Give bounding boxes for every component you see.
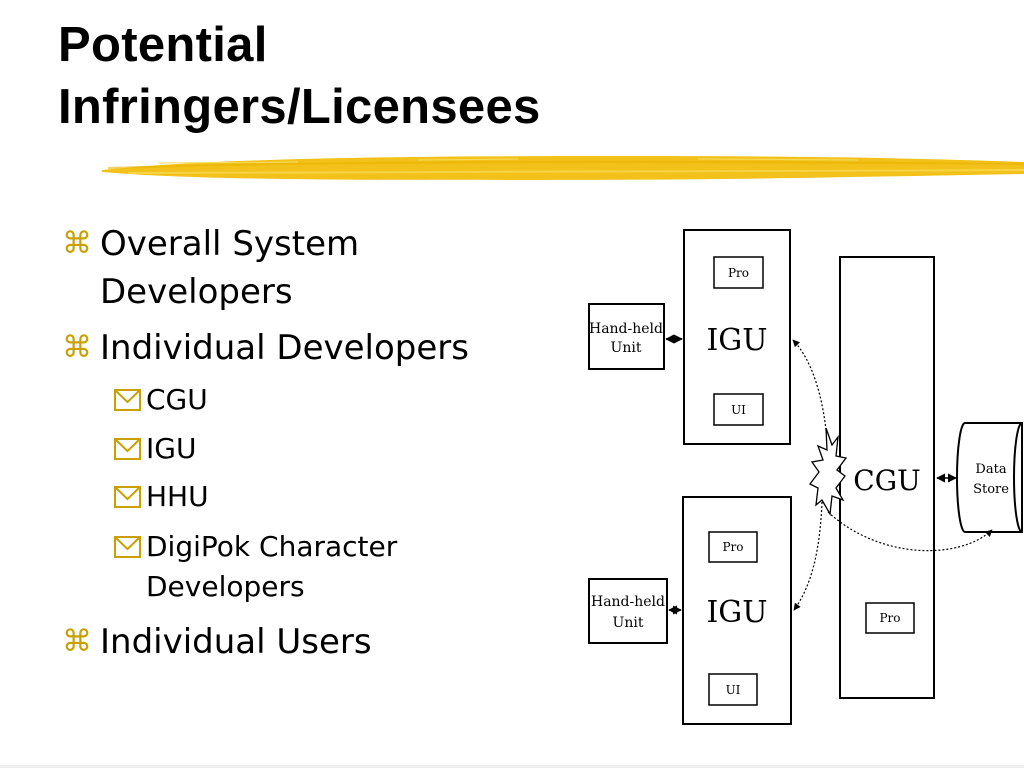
slide-bottom-rule xyxy=(0,765,1024,768)
title-line-1: Potential xyxy=(58,18,268,72)
command-symbol-icon: ⌘ xyxy=(62,330,92,365)
handheld-bottom-line2: Unit xyxy=(613,615,644,631)
data-store-line1: Data xyxy=(975,462,1006,477)
data-store-cylinder: Data Store xyxy=(956,422,1023,533)
slide-title: Potential Infringers/Licensees xyxy=(58,14,541,138)
wireless-link-top-igu xyxy=(792,339,827,431)
handheld-bottom-line1: Hand-held xyxy=(591,594,665,610)
handheld-top-line1: Hand-held xyxy=(589,321,663,337)
igu-top-label: IGU xyxy=(706,323,767,358)
sub-bullet-hhu: HHU xyxy=(114,477,444,517)
igu-top-pro-box: Pro xyxy=(713,256,764,289)
sub-bullet-igu: IGU xyxy=(114,429,444,469)
title-brush-underline xyxy=(102,156,1024,180)
network-burst-icon xyxy=(809,427,848,517)
igu-top-ui-box: UI xyxy=(713,393,764,426)
sub-bullet-cgu: CGU xyxy=(114,380,444,420)
envelope-icon xyxy=(114,438,141,460)
cgu-pro-box: Pro xyxy=(865,602,915,634)
cgu-box: CGU Pro xyxy=(839,256,935,699)
handheld-unit-top: Hand-held Unit xyxy=(588,303,665,370)
envelope-icon xyxy=(114,536,141,558)
command-symbol-icon: ⌘ xyxy=(62,226,92,261)
igu-bottom-ui-box: UI xyxy=(708,673,758,706)
bullet-individual-users: ⌘ Individual Users xyxy=(62,618,522,666)
command-symbol-icon: ⌘ xyxy=(62,624,92,659)
igu-bottom-pro-box: Pro xyxy=(708,531,758,563)
sub-bullet-digipok: DigiPok Character Developers xyxy=(114,527,444,607)
wireless-link-bottom-igu xyxy=(793,501,823,611)
igu-top-box: IGU Pro UI xyxy=(683,229,791,445)
igu-top-ui-label: UI xyxy=(731,403,746,417)
bullet-individual-developers: ⌘ Individual Developers xyxy=(62,324,522,372)
envelope-icon xyxy=(114,389,141,411)
data-store-line2: Store xyxy=(973,482,1009,497)
wireless-link-data-store xyxy=(827,511,993,552)
igu-bottom-label: IGU xyxy=(706,595,767,630)
envelope-icon xyxy=(114,486,141,508)
title-line-2: Infringers/Licensees xyxy=(58,80,541,134)
igu-bottom-box: IGU Pro UI xyxy=(682,496,792,725)
handheld-top-line2: Unit xyxy=(611,340,642,356)
cgu-pro-label: Pro xyxy=(879,611,900,625)
igu-bottom-ui-label: UI xyxy=(726,683,741,697)
handheld-unit-bottom: Hand-held Unit xyxy=(588,578,668,644)
igu-bottom-pro-label: Pro xyxy=(722,540,743,554)
cgu-label: CGU xyxy=(853,464,920,497)
bullet-overall-system-developers: ⌘ Overall System Developers xyxy=(62,220,522,316)
igu-top-pro-label: Pro xyxy=(728,266,749,280)
